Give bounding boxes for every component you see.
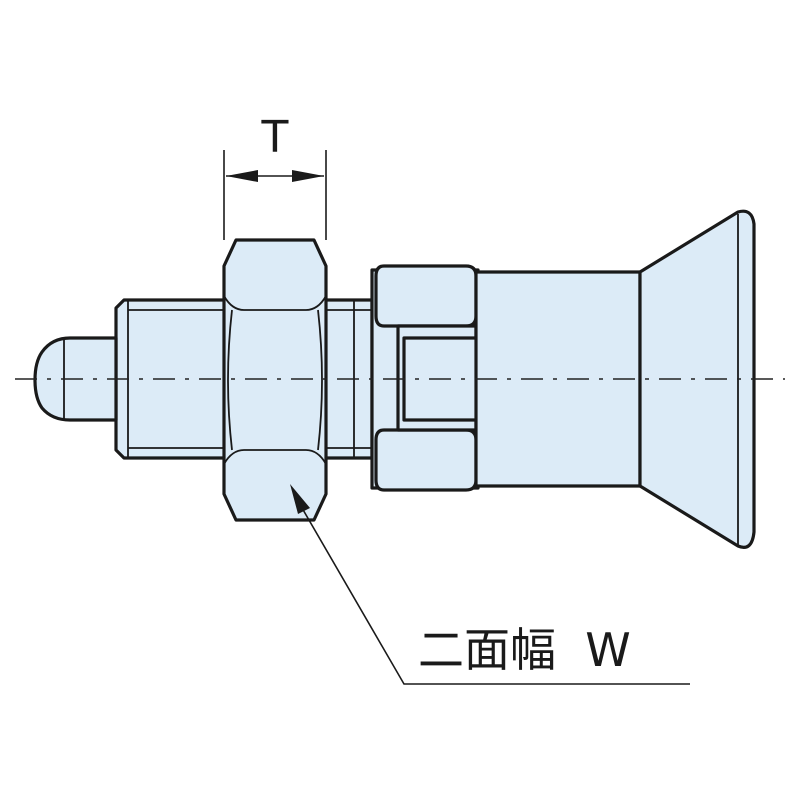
leader-line-w <box>301 507 690 685</box>
hex-nut <box>222 238 328 522</box>
label-t: T <box>261 112 289 163</box>
sleeve-upper-block <box>374 264 478 328</box>
nut-upper-facet <box>223 295 327 311</box>
nut-lower-facet <box>223 449 327 465</box>
dimension-arrow-right <box>292 170 324 182</box>
sleeve-lower-block <box>374 428 478 492</box>
knob-cone <box>638 209 756 549</box>
nut-chamfer-right <box>317 309 323 451</box>
leader-arrow-w <box>290 484 310 514</box>
label-w: 二面幅 W <box>418 623 631 677</box>
dimension-arrow-left <box>226 170 258 182</box>
nut-chamfer-left <box>227 309 233 451</box>
